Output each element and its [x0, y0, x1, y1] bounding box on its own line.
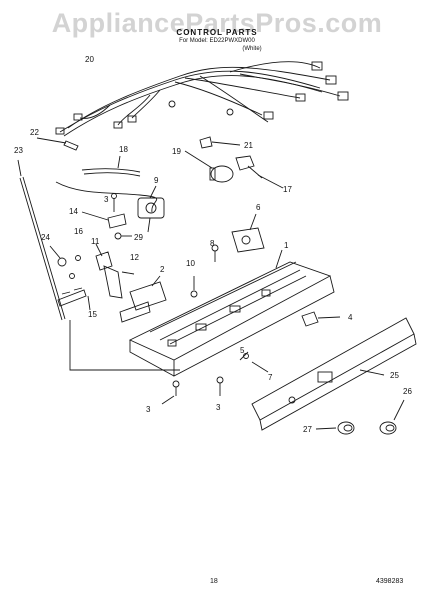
callout-label: 3: [104, 195, 109, 204]
callout-label: 29: [134, 233, 143, 242]
callout-label: 3: [216, 403, 221, 412]
screw-part: [211, 244, 219, 262]
callout-label: 14: [69, 207, 78, 216]
knob-part: [379, 399, 405, 435]
callout-label: 10: [186, 259, 195, 268]
damper-part: [95, 243, 135, 299]
callout-label: 6: [256, 203, 261, 212]
page-number: 18: [210, 578, 218, 585]
callout-label: 11: [91, 237, 100, 246]
retainer-part: [199, 136, 241, 149]
tube-part: [55, 155, 157, 213]
screw-part: [190, 276, 198, 298]
callout-label: 26: [403, 387, 412, 396]
callout-label: 5: [240, 346, 245, 355]
callout-label: 16: [74, 227, 83, 236]
callout-label: 17: [283, 185, 292, 194]
callout-label: 24: [41, 233, 50, 242]
callout-label: 23: [14, 146, 23, 155]
callout-label: 20: [85, 55, 94, 64]
callout-label: 3: [146, 405, 151, 414]
callout-label: 4: [348, 313, 353, 322]
clip-part: [301, 311, 341, 327]
diagram-code: 4398283: [376, 578, 404, 585]
callout-label: 27: [303, 425, 312, 434]
callout-labels: 20 22 23 18 21 19 17 9 3 14 29 6 24 16 1…: [14, 55, 412, 434]
callout-label: 12: [130, 253, 139, 262]
callout-label: 7: [268, 373, 273, 382]
callout-label: 18: [119, 145, 128, 154]
watermark: AppliancePartsPros.com: [51, 8, 383, 38]
knob-part: [315, 421, 355, 435]
bottom-screws: [161, 376, 224, 405]
left-small-parts: [49, 245, 87, 307]
thermostat-part: [137, 185, 165, 233]
leader-line: [87, 295, 91, 311]
callout-label: 1: [284, 241, 289, 250]
screw-part: [239, 351, 249, 361]
lamp-socket-part: [235, 155, 284, 189]
callout-label: 19: [172, 147, 181, 156]
wire-harness-part: [55, 61, 349, 137]
clip-part: [36, 137, 79, 151]
trim-panel-part: [251, 317, 417, 431]
callout-label: 22: [30, 128, 39, 137]
control-housing-part: [128, 249, 335, 377]
assembly-outline: [69, 320, 180, 371]
callout-label: 2: [160, 265, 165, 274]
screw-bracket-group: [81, 193, 132, 240]
diagram-title: CONTROL PARTS: [176, 28, 258, 37]
color-label: (White): [242, 46, 262, 52]
callout-label: 21: [244, 141, 253, 150]
callout-label: 15: [88, 310, 97, 319]
callout-label: 9: [154, 176, 159, 185]
callout-label: 25: [390, 371, 399, 380]
callout-label: 8: [210, 239, 215, 248]
model-label: For Model: ED22PWXDW00: [179, 38, 255, 44]
lamp-bulb-part: [184, 150, 234, 183]
leader-line: [251, 361, 269, 373]
mounting-bracket-part: [119, 275, 167, 323]
control-assembly-part: [231, 213, 265, 253]
rod-part: [17, 159, 66, 321]
